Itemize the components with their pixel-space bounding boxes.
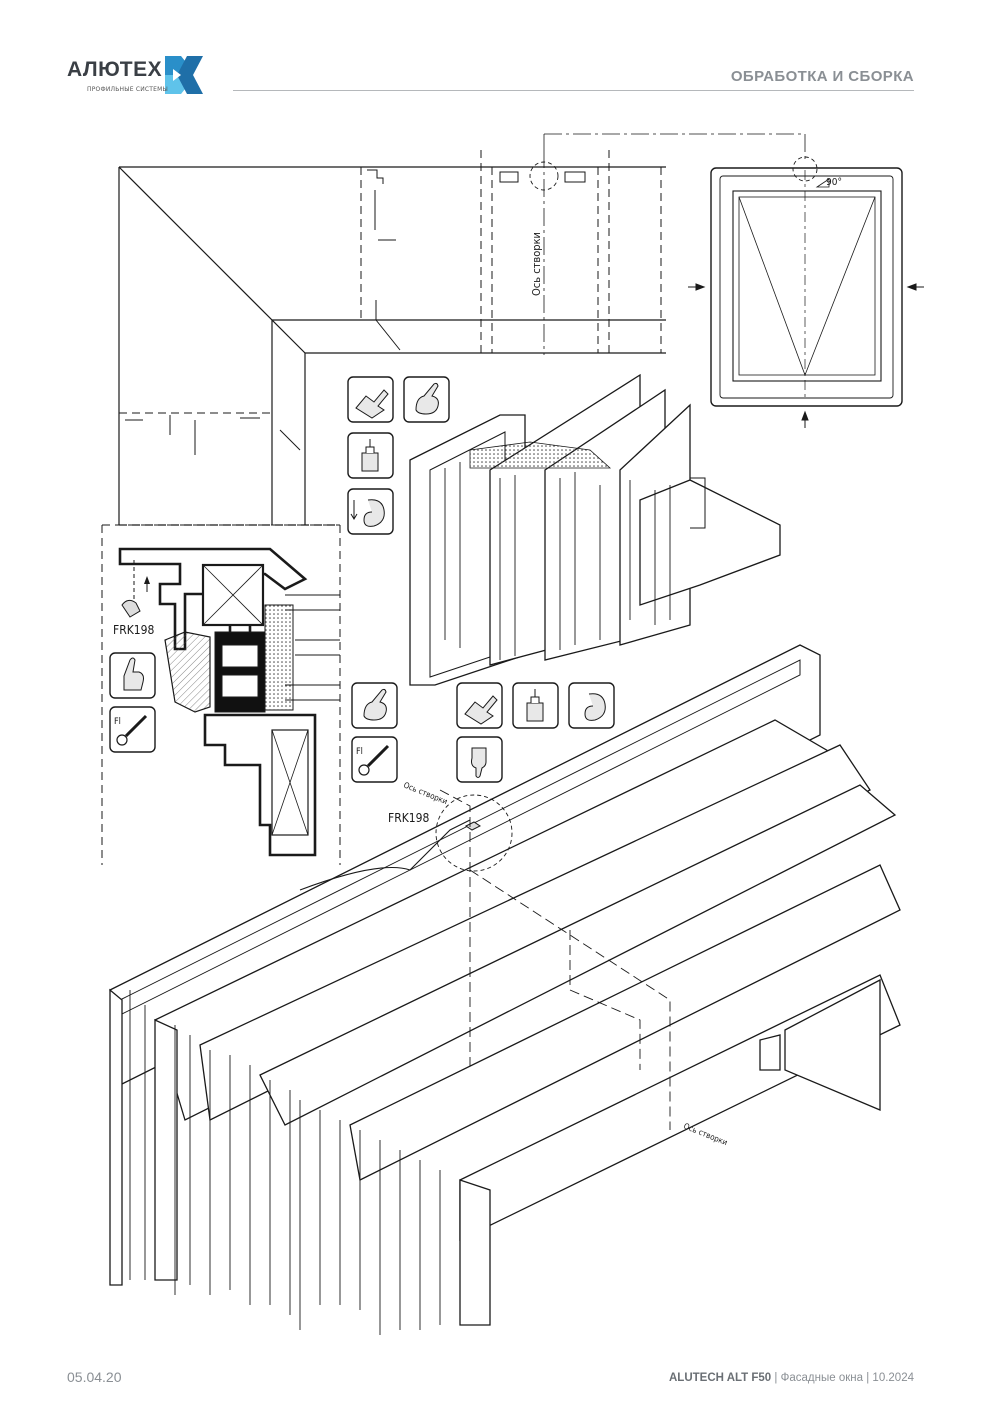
hand-turn-icon-2 — [568, 682, 615, 729]
glue-bottle-icon — [347, 432, 394, 479]
part-label-detail: FRK198 — [113, 623, 155, 637]
footer-product: ALUTECH ALT F50 — [668, 1372, 772, 1384]
footer-separator-1: | — [774, 1372, 778, 1384]
logo-mark-icon — [165, 56, 203, 94]
alutech-logo: АЛЮТЕХ ПРОФИЛЬНЫЕ СИСТЕМЫ — [67, 56, 212, 96]
finger-press-icon — [403, 376, 450, 423]
axis-label-bottom: Ось створки — [682, 1122, 729, 1148]
icon-symbol-fl-1: Fl — [114, 717, 121, 727]
hand-turn-icon — [347, 488, 394, 535]
logo-subtitle: ПРОФИЛЬНЫЕ СИСТЕМЫ — [87, 86, 169, 93]
finger-down-icon — [456, 736, 503, 783]
fl-tool-icon — [109, 706, 156, 753]
fl-tool-icon-2 — [351, 736, 398, 783]
press-tool-icon — [347, 376, 394, 423]
instruction-icons-middle — [351, 682, 615, 783]
page-header: АЛЮТЕХ ПРОФИЛЬНЫЕ СИСТЕМЫ ОБРАБОТКА И СБ… — [0, 0, 1000, 110]
sash-assembly-perspective — [109, 644, 901, 1335]
glue-bottle-icon-2 — [512, 682, 559, 729]
finger-press-icon-3 — [351, 682, 398, 729]
footer-separator-2: | — [866, 1372, 870, 1384]
technical-drawing: Ось створки 90° — [101, 133, 924, 1335]
footer-date: 05.04.20 — [67, 1369, 122, 1385]
angle-label: 90° — [826, 177, 842, 188]
header-divider — [233, 90, 914, 91]
corner-assembly-perspective — [409, 373, 781, 686]
icon-symbol-fl-2: Fl — [356, 747, 363, 757]
instruction-icons-left — [109, 652, 156, 753]
footer-info: ALUTECH ALT F50 | Фасадные окна | 10.202… — [669, 1372, 914, 1384]
footer-category: Фасадные окна — [780, 1372, 864, 1384]
instruction-icons-top — [347, 376, 450, 535]
axis-label-top: Ось створки — [530, 232, 543, 296]
profile-cross-section — [101, 524, 341, 865]
footer-edition: 10.2024 — [872, 1372, 914, 1384]
part-label-assembly: FRK198 — [388, 811, 430, 825]
sash-elevation — [688, 156, 924, 428]
logo-text: АЛЮТЕХ — [67, 58, 163, 81]
section-title: ОБРАБОТКА И СБОРКА — [730, 68, 914, 85]
finger-press-icon-2 — [109, 652, 156, 699]
press-tool-icon-2 — [456, 682, 503, 729]
axis-label-middle: Ось створки — [402, 781, 449, 807]
